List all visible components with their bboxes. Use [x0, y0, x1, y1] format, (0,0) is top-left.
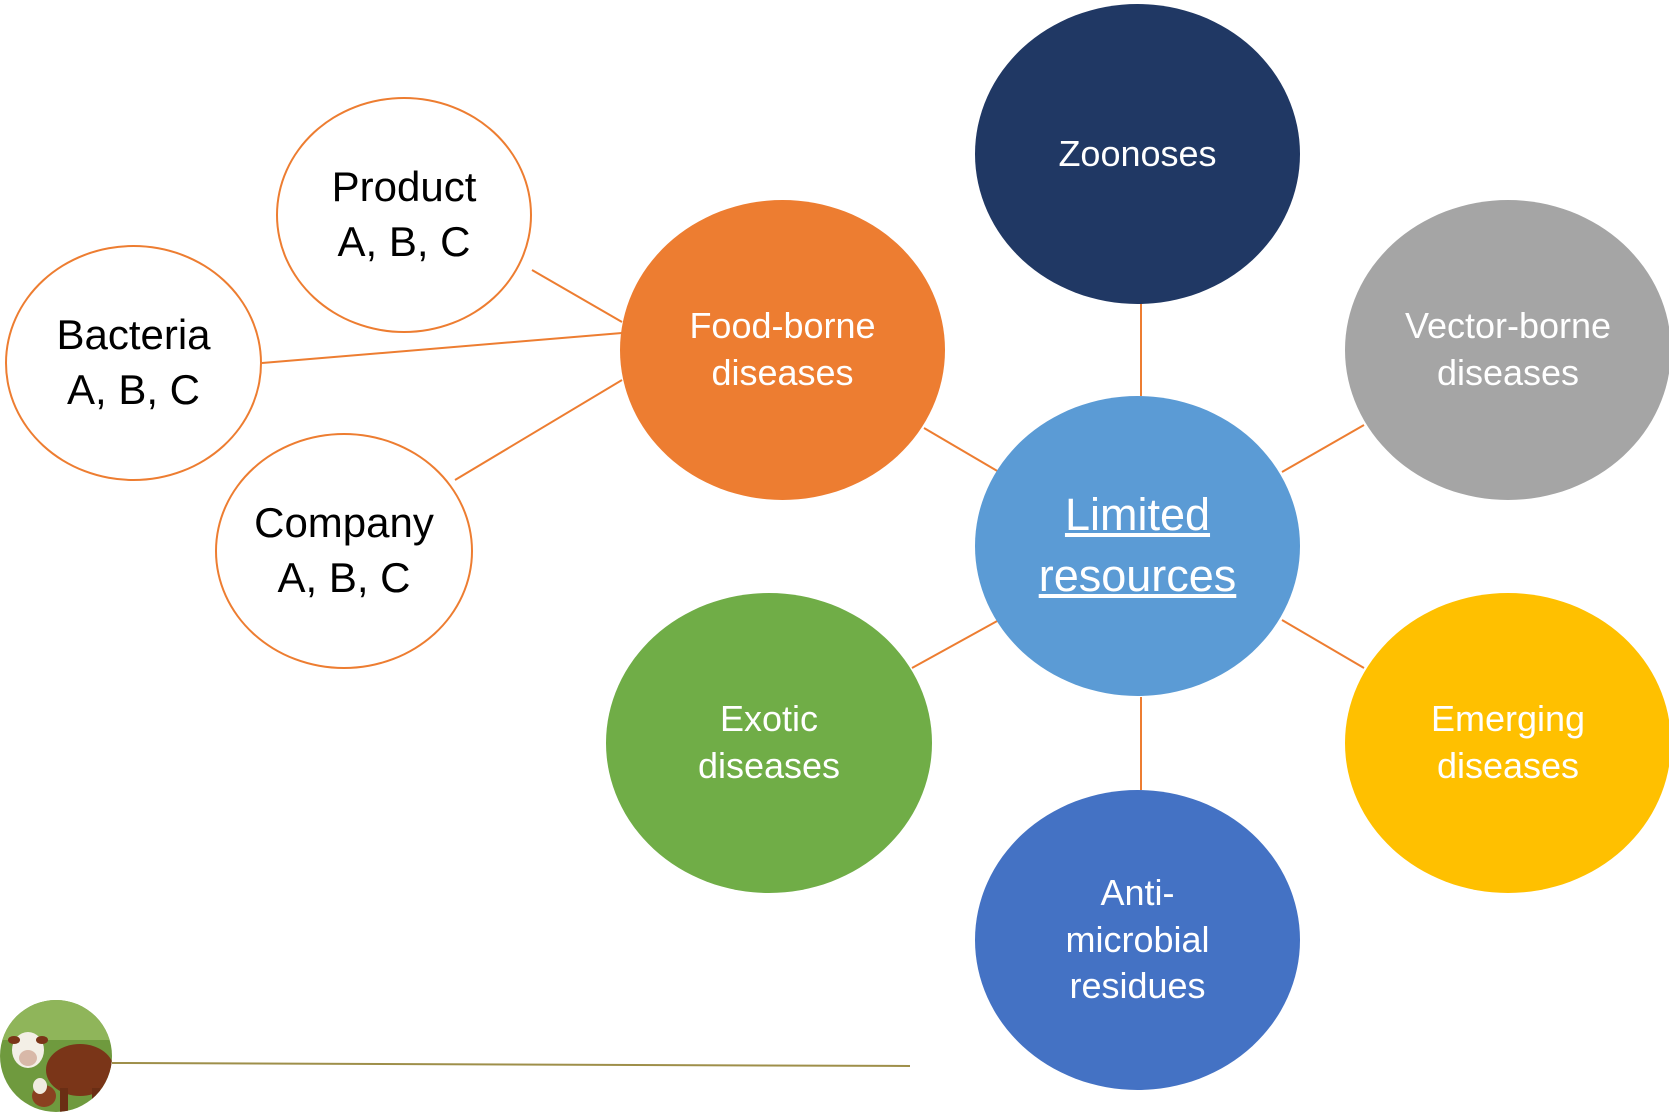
- exotic-node: Exotic diseases: [606, 593, 932, 893]
- exotic-label: Exotic diseases: [698, 696, 840, 790]
- food-borne-node: Food-borne diseases: [620, 200, 945, 500]
- connector-food-bacteria: [261, 332, 623, 364]
- food-borne-label: Food-borne diseases: [689, 303, 875, 397]
- limited-resources-label-line-2: resources: [1038, 550, 1237, 601]
- connector-center-vector-borne: [1281, 424, 1365, 473]
- cow-photo-illustration: [0, 1000, 112, 1112]
- antimicrobial-label-line-3: residues: [1069, 965, 1206, 1007]
- product-label: Product A, B, C: [332, 160, 477, 269]
- product-node: Product A, B, C: [276, 97, 532, 333]
- food-borne-label-line-1: Food-borne: [689, 305, 876, 347]
- antimicrobial-label-line-1: Anti-: [1100, 871, 1175, 913]
- vector-borne-node: Vector-borne diseases: [1345, 200, 1669, 500]
- vector-borne-label: Vector-borne diseases: [1405, 303, 1611, 397]
- antimicrobial-label-line-2: microbial: [1065, 918, 1210, 960]
- exotic-label-line-2: diseases: [697, 745, 841, 786]
- cow-photo: [0, 1000, 112, 1112]
- food-borne-label-line-2: diseases: [711, 352, 854, 393]
- company-label: Company A, B, C: [254, 496, 434, 605]
- emerging-node: Emerging diseases: [1345, 593, 1669, 893]
- product-label-line-2: A, B, C: [337, 218, 471, 265]
- bacteria-label-line-1: Bacteria: [56, 311, 211, 359]
- limited-resources-label: Limited resources: [1039, 485, 1237, 607]
- connector-center-emerging: [1281, 619, 1365, 669]
- vector-borne-label-line-1: Vector-borne: [1404, 305, 1612, 347]
- company-label-line-2: A, B, C: [277, 554, 411, 601]
- antimicrobial-node: Anti- microbial residues: [975, 790, 1300, 1090]
- zoonoses-label: Zoonoses: [1058, 131, 1216, 178]
- emerging-label: Emerging diseases: [1431, 696, 1585, 790]
- vector-borne-label-line-2: diseases: [1436, 352, 1580, 393]
- connector-food-company: [454, 379, 623, 481]
- exotic-label-line-1: Exotic: [719, 698, 819, 740]
- connector-food-product: [531, 269, 623, 323]
- company-node: Company A, B, C: [215, 433, 473, 669]
- emerging-label-line-2: diseases: [1436, 745, 1580, 786]
- emerging-label-line-1: Emerging: [1430, 698, 1586, 740]
- bacteria-label: Bacteria A, B, C: [56, 308, 210, 417]
- zoonoses-node: Zoonoses: [975, 4, 1300, 304]
- antimicrobial-label: Anti- microbial residues: [1065, 870, 1209, 1010]
- product-label-line-1: Product: [331, 163, 477, 211]
- limited-resources-label-line-1: Limited: [1064, 489, 1211, 541]
- connector-center-food-borne: [923, 427, 1000, 473]
- limited-resources-node: Limited resources: [975, 396, 1300, 696]
- bacteria-node: Bacteria A, B, C: [5, 245, 262, 481]
- footer-rule: [111, 1062, 911, 1067]
- company-label-line-1: Company: [254, 499, 434, 547]
- bacteria-label-line-2: A, B, C: [66, 366, 201, 413]
- zoonoses-label-line-1: Zoonoses: [1058, 132, 1217, 174]
- connector-center-exotic: [911, 619, 1000, 669]
